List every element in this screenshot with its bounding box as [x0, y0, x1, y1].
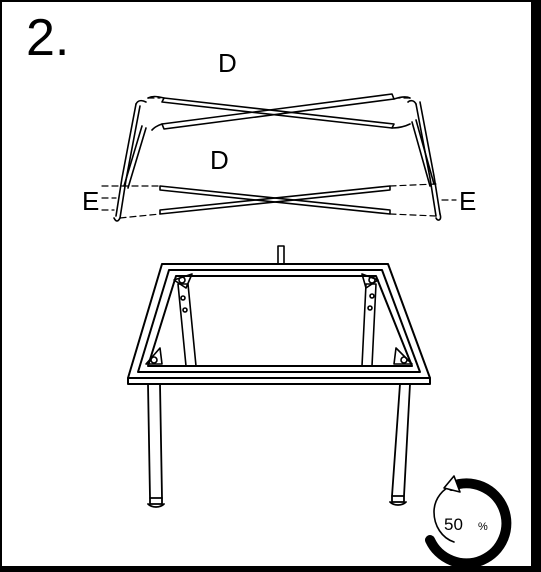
- table-frame: [127, 263, 431, 385]
- step-number: 2.: [26, 9, 70, 67]
- tighten-unit: %: [478, 521, 488, 533]
- part-label-d-top: D: [218, 48, 237, 78]
- left-side-bracket: [113, 99, 147, 222]
- part-label-d-mid: D: [210, 145, 229, 175]
- table-legs: [147, 383, 411, 508]
- lower-cross-brace: [159, 185, 391, 215]
- part-label-e-left: E: [82, 186, 100, 216]
- alignment-dashes: [101, 97, 457, 219]
- right-side-bracket: [407, 99, 442, 221]
- rotation-tighten-icon: 50 %: [425, 475, 512, 566]
- assembly-drawing: 50 %: [101, 93, 512, 566]
- upper-cross-brace: [147, 93, 411, 131]
- tighten-value: 50: [444, 515, 463, 534]
- frame-corner-brackets: [145, 273, 413, 365]
- part-label-e-right: E: [459, 186, 477, 216]
- leg-supports: [177, 283, 377, 367]
